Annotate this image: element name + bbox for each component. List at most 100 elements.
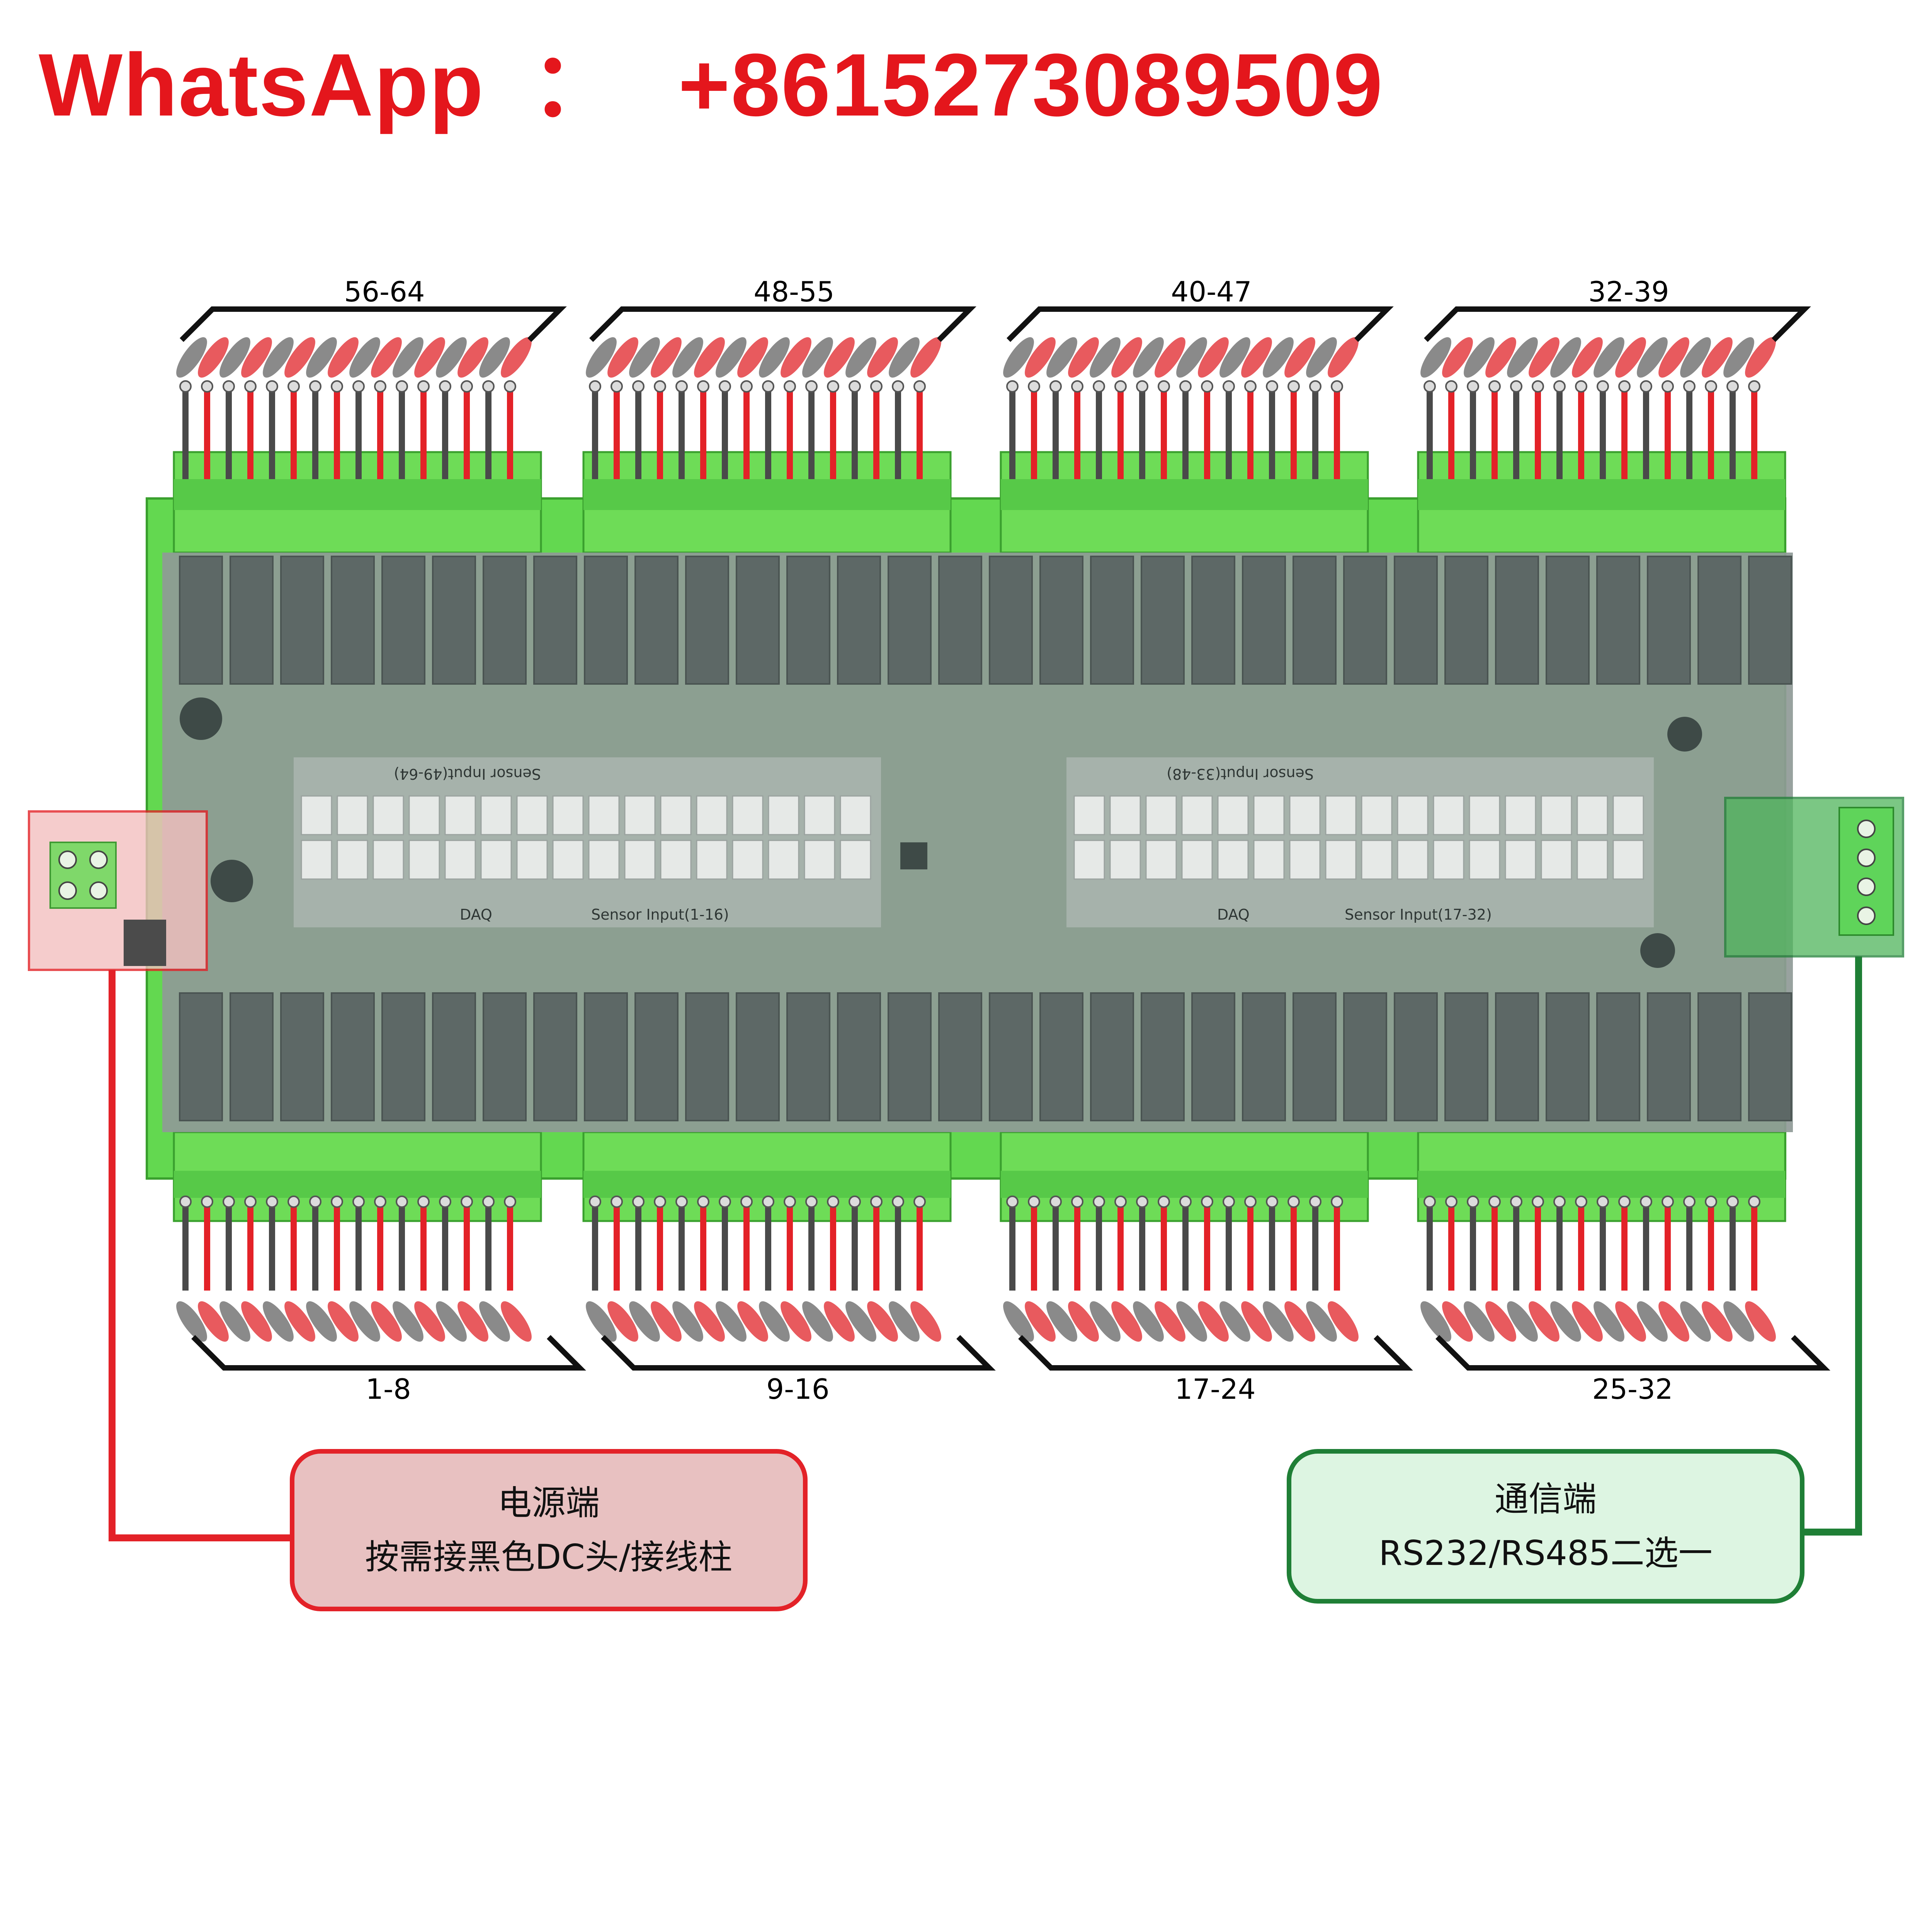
capacitor-icon [211,860,253,902]
wire-label-tag [824,337,855,378]
sensor-socket [1289,795,1321,835]
wire-label-tag [263,337,294,378]
wire-label-tag [1442,1301,1473,1342]
group-label-top: 56-64 [344,276,425,308]
terminal-block-shade [583,479,951,510]
wire-ferrule-icon [1223,1196,1235,1208]
group-bracket-top [589,306,976,342]
wire-ferrule-icon [675,380,688,393]
sensor-socket [768,795,799,835]
sensor-socket [1325,795,1357,835]
wire-label-tag [328,337,359,378]
wire-ferrule-icon [309,1196,321,1208]
wire-ferrule-icon [201,1196,213,1208]
sensor-socket [1397,795,1429,835]
sensor-socket [301,840,332,880]
relay-bottom [1546,992,1590,1121]
relay-bottom [1596,992,1640,1121]
wire-label-tag [889,1301,920,1342]
wire-label-tag [1507,1301,1538,1342]
wire-ferrule-icon [1618,380,1631,393]
wire-ferrule-icon [287,380,300,393]
relay-top [1647,556,1691,685]
wire-ferrule-icon [1331,1196,1343,1208]
wire-ferrule-icon [439,380,451,393]
relay-array [179,556,1792,1121]
relay-top [888,556,932,685]
sensor-socket [588,795,620,835]
wire-label-tag [1155,1301,1185,1342]
wire-ferrule-icon [179,1196,192,1208]
sensor-socket [660,840,692,880]
wire-ferrule-icon [1006,1196,1019,1208]
wire-ferrule-icon [1201,380,1213,393]
wire-label-tag [1594,337,1624,378]
wire-label-tag [672,337,703,378]
relay-bottom [230,992,274,1121]
wire-ferrule-icon [1683,380,1696,393]
screw-icon [1857,849,1876,867]
sensor-socket [696,840,728,880]
wire-label-tag [1723,337,1754,378]
wire-label-tag [198,1301,229,1342]
wire-label-tag [781,337,811,378]
wire-ferrule-icon [740,380,753,393]
dc-jack-icon [124,920,166,966]
wire-label-tag [586,1301,617,1342]
relay-top [989,556,1033,685]
terminal-block-shade [1001,1171,1368,1198]
group-bracket-top [1424,306,1811,342]
wire-ferrule-icon [1423,380,1436,393]
terminal-block-shade [174,479,541,510]
wire-ferrule-icon [1553,1196,1566,1208]
wire-label-tag [436,1301,467,1342]
wire-ferrule-icon [913,380,926,393]
wire-ferrule-icon [1179,380,1192,393]
wire-label-tag [1550,1301,1581,1342]
sensor-socket [337,795,368,835]
relay-top [533,556,577,685]
wire-ferrule-icon [1309,1196,1321,1208]
wire-ferrule-icon [1093,380,1105,393]
wire-ferrule-icon [1510,380,1522,393]
sensor-socket [1073,840,1105,880]
sensor-socket [1361,840,1393,880]
wire-label-tag [867,1301,898,1342]
wire-ferrule-icon [1726,380,1739,393]
wire-label-tag [414,1301,445,1342]
wire-ferrule-icon [1467,1196,1479,1208]
wire-label-tag [457,1301,488,1342]
wire-label-tag [1464,1301,1495,1342]
power-leader-line [109,970,290,1541]
power-terminal-icon [49,842,117,909]
comm-title: 通信端 [1494,1479,1597,1519]
sensor-socket [804,840,835,880]
wire-label-tag [1680,337,1711,378]
wire-ferrule-icon [1136,380,1148,393]
wire-label-tag [1572,1301,1603,1342]
sensor-socket [1145,795,1177,835]
relay-top [584,556,628,685]
wire-ferrule-icon [1158,1196,1170,1208]
wire-ferrule-icon [719,380,731,393]
relay-bottom [280,992,324,1121]
wire-label-tag [1241,337,1272,378]
wire-label-tag [737,337,768,378]
wire-ferrule-icon [504,1196,516,1208]
relay-bottom [837,992,881,1121]
comm-leader-line [1804,956,1862,1536]
wire-ferrule-icon [352,380,365,393]
wire-ferrule-icon [179,380,192,393]
wire-ferrule-icon [892,380,904,393]
wire-ferrule-icon [1445,1196,1458,1208]
wire-ferrule-icon [589,380,601,393]
relay-bottom [938,992,982,1121]
relay-bottom [584,992,628,1121]
group-label-bottom: 25-32 [1592,1373,1673,1405]
wire-label-tag [802,337,833,378]
sensor-socket [804,795,835,835]
wire-ferrule-icon [1114,380,1127,393]
relay-bottom [1647,992,1691,1121]
sensor-socket [1541,840,1572,880]
